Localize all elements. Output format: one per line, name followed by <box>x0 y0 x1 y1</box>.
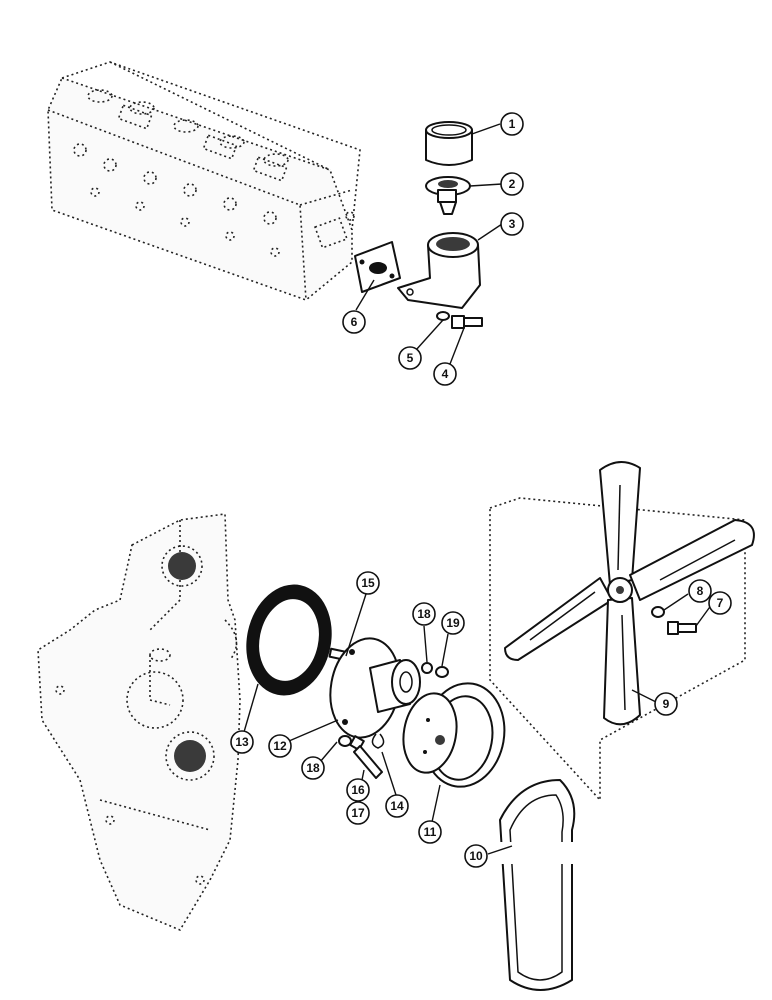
callout-3: 3 <box>500 212 524 236</box>
svg-text:12: 12 <box>273 739 287 753</box>
callout-6: 6 <box>342 310 366 334</box>
washer-19-part <box>435 666 449 678</box>
svg-text:18: 18 <box>417 607 431 621</box>
svg-text:19: 19 <box>446 616 460 630</box>
callout-12: 12 <box>268 734 292 758</box>
fan-part <box>489 461 755 803</box>
callout-18-upper: 18 <box>412 602 436 626</box>
pump-bolt-part <box>349 735 383 779</box>
water-outlet-elbow-part <box>397 232 481 309</box>
cylinder-head-outline <box>47 61 361 301</box>
svg-text:18: 18 <box>306 761 320 775</box>
callout-10: 10 <box>464 844 488 868</box>
callout-17: 17 <box>346 801 370 825</box>
svg-text:16: 16 <box>351 783 365 797</box>
callout-7: 7 <box>708 591 732 615</box>
thermostat-seal-part <box>425 121 473 166</box>
callout-16: 16 <box>346 778 370 802</box>
water-pump-body-part <box>329 637 421 739</box>
fan-bolt-part <box>667 621 697 635</box>
callout-15: 15 <box>356 571 380 595</box>
outlet-bolt-part <box>451 315 483 329</box>
thermostat-part <box>425 176 471 215</box>
svg-text:15: 15 <box>361 576 375 590</box>
svg-text:8: 8 <box>697 584 704 598</box>
svg-text:5: 5 <box>407 351 414 365</box>
fan-washer-part <box>651 606 665 618</box>
fan-belt-part <box>495 779 576 991</box>
washer-18-upper-part <box>421 662 433 674</box>
callout-19: 19 <box>441 611 465 635</box>
svg-text:14: 14 <box>390 799 404 813</box>
outlet-gasket-part <box>354 241 401 293</box>
callout-1: 1 <box>500 112 524 136</box>
svg-text:1: 1 <box>509 117 516 131</box>
svg-text:17: 17 <box>351 806 365 820</box>
callout-4: 4 <box>433 362 457 386</box>
pulley-part <box>402 682 506 788</box>
svg-text:3: 3 <box>509 217 516 231</box>
callout-9: 9 <box>654 692 678 716</box>
svg-text:11: 11 <box>424 825 437 839</box>
washer-18-lower-part <box>338 735 352 747</box>
svg-text:13: 13 <box>235 735 249 749</box>
callout-8: 8 <box>688 579 712 603</box>
svg-text:9: 9 <box>663 697 670 711</box>
callout-2: 2 <box>500 172 524 196</box>
clip-part <box>371 733 385 749</box>
front-housing-outline <box>37 513 241 932</box>
svg-text:2: 2 <box>509 177 516 191</box>
callout-11: 11 <box>418 820 442 844</box>
callout-5: 5 <box>398 346 422 370</box>
svg-text:4: 4 <box>442 367 449 381</box>
lock-washer-part <box>436 311 450 321</box>
callout-18-lower: 18 <box>301 756 325 780</box>
callout-13: 13 <box>230 730 254 754</box>
pump-gasket-part <box>246 584 332 696</box>
callout-14: 14 <box>385 794 409 818</box>
svg-text:10: 10 <box>469 849 483 863</box>
svg-text:7: 7 <box>717 596 724 610</box>
svg-text:6: 6 <box>351 315 358 329</box>
